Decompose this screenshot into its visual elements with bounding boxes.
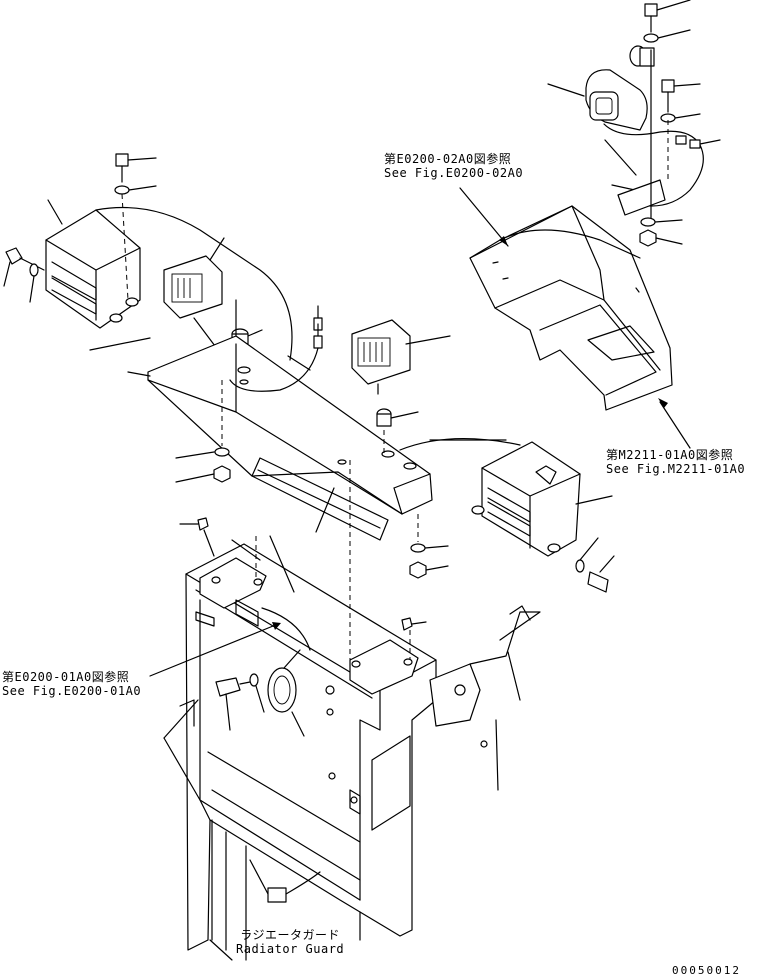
lamp-bracket <box>89 299 521 541</box>
reference-label-fig-c: 第E0200-01A0図参照 See Fig.E0200-01A0 <box>2 670 141 698</box>
reference-text-en: See Fig.E0200-02A0 <box>384 166 524 180</box>
reference-text-en: See Fig.E0200-01A0 <box>2 684 142 698</box>
part-name-jp: ラジエータガード <box>240 928 340 942</box>
part-name-en: Radiator Guard <box>236 942 345 956</box>
rear-lamp-assembly <box>547 0 721 247</box>
center-lamp <box>351 319 451 454</box>
part-name-label: ラジエータガード Radiator Guard <box>236 928 344 956</box>
radiator-guard <box>149 460 541 961</box>
reference-text-en: See Fig.M2211-01A0 <box>606 462 746 476</box>
drawing-number: 00050012 <box>672 964 741 977</box>
beam-fasteners <box>175 380 449 579</box>
right-lamp-guard <box>471 441 615 593</box>
left-lamp-guard <box>3 153 293 361</box>
reference-label-fig-a: 第E0200-02A0図参照 See Fig.E0200-02A0 <box>384 152 523 180</box>
reference-text-jp: 第E0200-02A0図参照 <box>384 152 512 166</box>
reference-text-jp: 第M2211-01A0図参照 <box>606 448 734 462</box>
reference-label-fig-b: 第M2211-01A0図参照 See Fig.M2211-01A0 <box>606 448 745 476</box>
fender-bracket <box>459 187 691 449</box>
reference-text-jp: 第E0200-01A0図参照 <box>2 670 130 684</box>
